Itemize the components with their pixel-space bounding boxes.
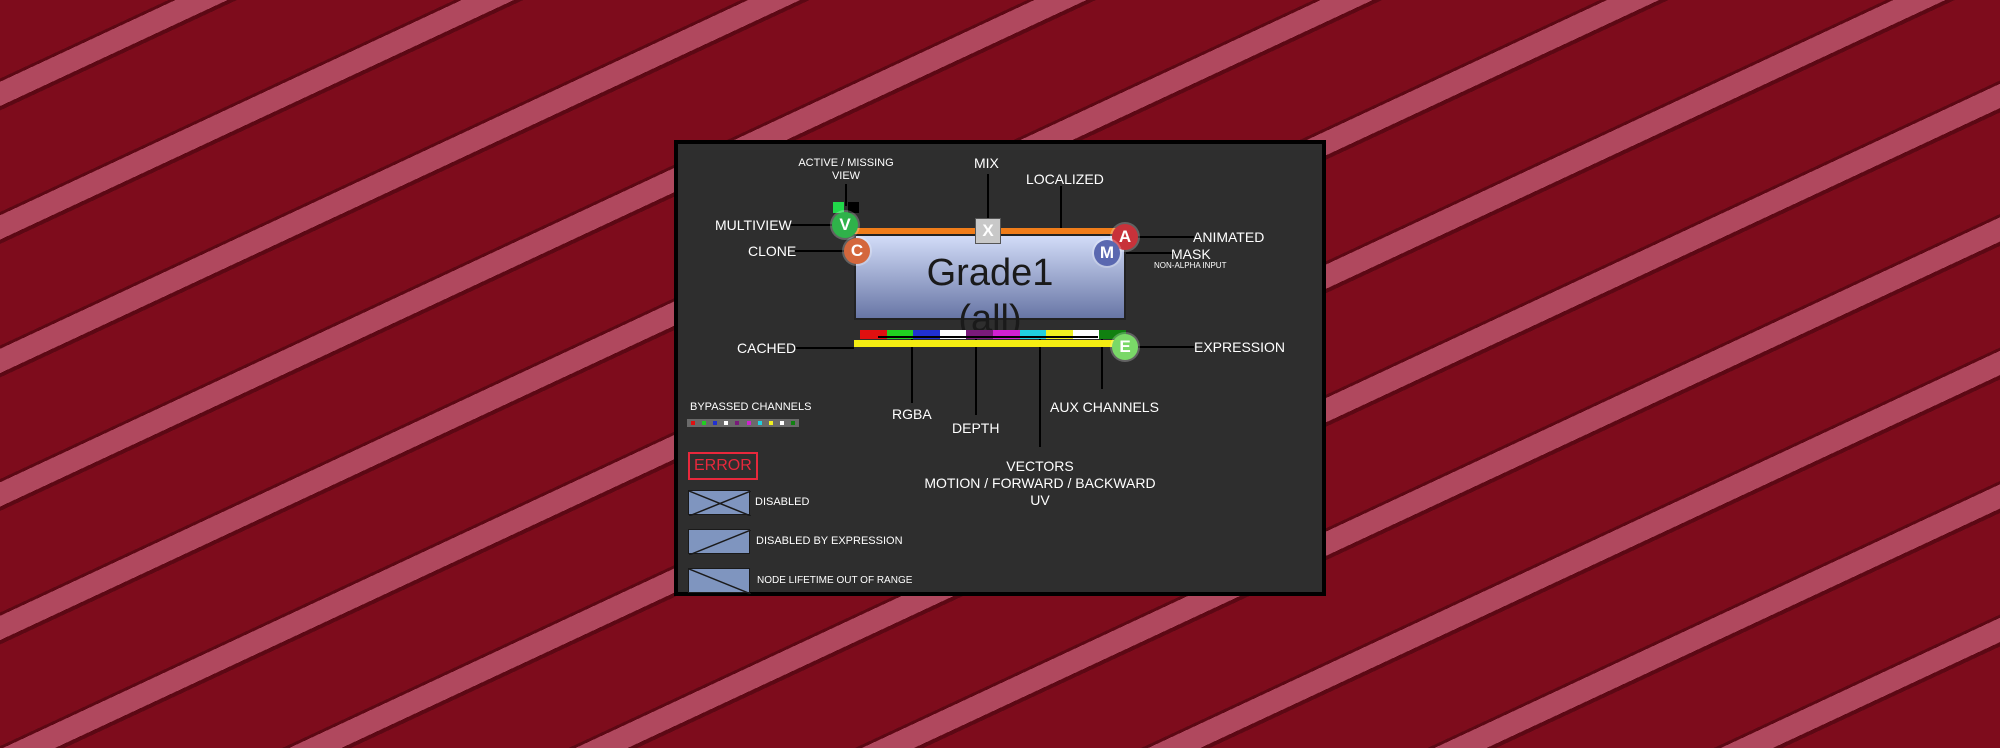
expression-label: EXPRESSION <box>1194 339 1286 355</box>
depth-label: DEPTH <box>952 420 1000 436</box>
channel-red <box>860 330 887 339</box>
channel-aux <box>1099 330 1126 339</box>
expression-leader <box>1138 346 1194 348</box>
bypassed-channels-strip <box>687 419 799 427</box>
mix-badge[interactable]: X <box>975 218 1001 244</box>
active-missing-leader <box>845 184 847 206</box>
disabled-label: DISABLED <box>755 496 810 508</box>
animated-label: ANIMATED <box>1193 229 1265 245</box>
disabled-swatch <box>688 490 751 516</box>
localized-label: LOCALIZED <box>1026 171 1104 187</box>
rgba-leader <box>911 339 913 403</box>
disabled-cross-icon <box>689 491 751 516</box>
vectors-label: VECTORS MOTION / FORWARD / BACKWARD UV <box>924 458 1156 508</box>
non-alpha-input-label: NON-ALPHA INPUT <box>1154 261 1227 270</box>
node-legend-panel: Grade1 (all) V C X A M E ACTIVE / MISSIN… <box>674 140 1326 596</box>
mix-label: MIX <box>974 155 999 171</box>
error-indicator: ERROR <box>688 452 758 480</box>
aux-channels-leader <box>1101 339 1103 389</box>
depth-leader <box>975 339 977 415</box>
channel-motion <box>992 330 1020 339</box>
channel-blue <box>913 330 940 339</box>
cached-leader <box>794 347 854 349</box>
disabled-by-expression-label: DISABLED BY EXPRESSION <box>756 535 903 547</box>
mix-leader <box>987 174 989 230</box>
channel-green <box>886 330 914 339</box>
expression-badge[interactable]: E <box>1112 334 1138 360</box>
mask-label: MASK <box>1171 246 1211 262</box>
clone-label: CLONE <box>748 243 797 259</box>
clone-leader <box>794 250 852 252</box>
channel-depth <box>966 330 993 339</box>
node-lifetime-line-icon <box>689 569 751 594</box>
missing-view-indicator <box>848 202 859 213</box>
animated-leader <box>1134 236 1194 238</box>
node-name: Grade1 <box>926 252 1054 294</box>
clone-badge[interactable]: C <box>844 238 870 264</box>
mask-leader <box>1120 252 1176 254</box>
node-lifetime-swatch <box>688 568 751 594</box>
channel-alpha <box>939 330 967 339</box>
active-missing-label: ACTIVE / MISSING VIEW <box>798 157 894 183</box>
disabled-by-expression-line-icon <box>689 530 751 555</box>
cached-bar <box>854 340 1126 347</box>
channel-forward <box>1019 330 1047 339</box>
channel-strip <box>860 330 1126 339</box>
multiview-label: MULTIVIEW <box>715 217 792 233</box>
disabled-by-expression-swatch <box>688 529 751 555</box>
mask-badge[interactable]: M <box>1094 240 1120 266</box>
node-lifetime-label: NODE LIFETIME OUT OF RANGE <box>757 575 913 586</box>
channel-strip-divider <box>878 336 1098 338</box>
vectors-leader <box>1039 339 1041 447</box>
active-view-indicator <box>833 202 844 213</box>
cached-label: CACHED <box>737 340 797 356</box>
multiview-leader <box>790 224 846 226</box>
aux-channels-label: AUX CHANNELS <box>1050 399 1159 415</box>
bypassed-channels-label: BYPASSED CHANNELS <box>690 401 812 413</box>
multiview-badge[interactable]: V <box>832 212 858 238</box>
channel-uv <box>1072 330 1100 339</box>
channel-backward <box>1046 330 1073 339</box>
localized-leader <box>1060 186 1062 230</box>
rgba-label: RGBA <box>892 406 932 422</box>
node-title: Grade1 (all) <box>854 250 1126 342</box>
